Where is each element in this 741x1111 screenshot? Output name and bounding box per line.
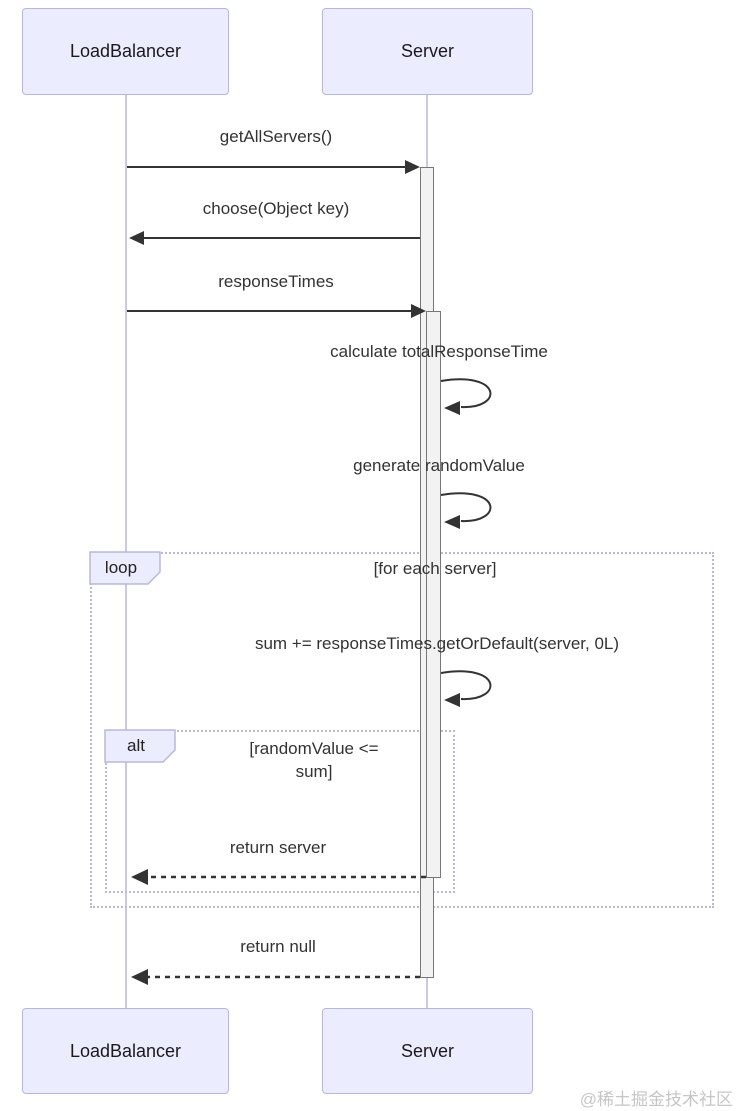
alt-label: alt bbox=[105, 730, 167, 762]
actor-loadbalancer-bottom: LoadBalancer bbox=[22, 1008, 229, 1094]
actor-loadbalancer-top-label: LoadBalancer bbox=[69, 41, 182, 61]
watermark: @稀土掘金技术社区 bbox=[579, 1090, 733, 1109]
loop-label: loop bbox=[90, 552, 152, 584]
arrow-choose bbox=[129, 231, 420, 245]
message-response-times: responseTimes bbox=[218, 272, 334, 291]
loop-condition: [for each server] bbox=[373, 559, 497, 578]
actor-loadbalancer-bottom-label: LoadBalancer bbox=[69, 1040, 182, 1061]
message-gen-random: generate randomValue bbox=[353, 456, 525, 475]
message-return-null: return null bbox=[240, 937, 316, 956]
arrow-response-times bbox=[127, 304, 426, 318]
alt-frame bbox=[105, 730, 455, 893]
message-get-all-servers: getAllServers() bbox=[219, 127, 333, 146]
self-arrow-gen-random bbox=[440, 492, 492, 529]
actor-server-top-label: Server bbox=[400, 41, 454, 61]
activation-bar-inner bbox=[426, 311, 441, 878]
alt-condition: [randomValue <= sum] bbox=[249, 739, 379, 781]
loop-frame bbox=[90, 552, 714, 908]
message-calc-total: calculate totalResponseTime bbox=[330, 342, 548, 361]
arrow-get-all-servers bbox=[127, 160, 420, 174]
alt-label-text: alt bbox=[127, 736, 145, 755]
actor-server-top: Server bbox=[322, 8, 533, 95]
message-choose: choose(Object key) bbox=[202, 199, 350, 218]
actor-server-bottom-label: Server bbox=[400, 1040, 454, 1061]
loop-label-text: loop bbox=[104, 558, 138, 577]
actor-server-bottom: Server bbox=[322, 1008, 533, 1094]
message-sum: sum += responseTimes.getOrDefault(server… bbox=[254, 634, 620, 653]
message-return-server: return server bbox=[229, 838, 327, 857]
actor-loadbalancer-top: LoadBalancer bbox=[22, 8, 229, 95]
arrow-return-null bbox=[131, 969, 420, 985]
self-arrow-calc-total bbox=[440, 378, 492, 415]
